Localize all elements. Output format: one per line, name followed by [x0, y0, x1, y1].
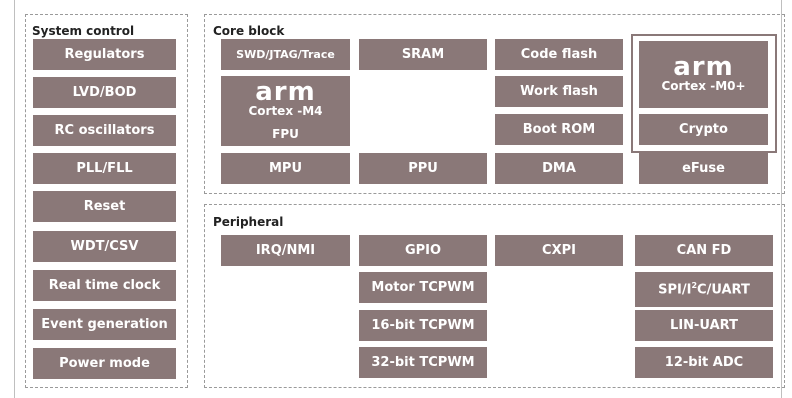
- arm-logo-m4: arm: [255, 77, 316, 107]
- arm-logo-m0: arm: [673, 52, 734, 82]
- peripheral-panel: [204, 204, 785, 388]
- wdt-csv-block: WDT/CSV: [33, 231, 176, 262]
- cortex-m4-label: Cortex -M4: [248, 104, 323, 118]
- lin-uart-block: LIN-UART: [635, 310, 773, 341]
- lvd-bod-block: LVD/BOD: [33, 77, 176, 108]
- work-flash-block: Work flash: [495, 76, 623, 107]
- spi-i2c-uart-block: SPI/I2C/UART: [635, 272, 773, 307]
- rc-oscillators-block: RC oscillators: [33, 115, 176, 146]
- cortex-m4-block: arm Cortex -M4 FPU: [221, 76, 350, 146]
- mpu-block: MPU: [221, 153, 350, 184]
- irq-nmi-block: IRQ/NMI: [221, 235, 350, 266]
- tcpwm-16bit-block: 16-bit TCPWM: [359, 310, 487, 341]
- system-control-title: System control: [32, 24, 135, 38]
- spi-i2c-uart-label: SPI/I2C/UART: [658, 281, 750, 298]
- core-block-panel: [204, 14, 785, 194]
- core-block-title: Core block: [213, 24, 285, 38]
- event-generation-block: Event generation: [33, 309, 176, 340]
- cortex-m0-block: arm Cortex -M0+: [639, 41, 768, 108]
- motor-tcpwm-block: Motor TCPWM: [359, 272, 487, 303]
- fpu-label: FPU: [272, 127, 299, 141]
- outer-border-right: [781, 0, 782, 398]
- can-fd-block: CAN FD: [635, 235, 773, 266]
- code-flash-block: Code flash: [495, 39, 623, 70]
- reset-block: Reset: [33, 191, 176, 222]
- gpio-block: GPIO: [359, 235, 487, 266]
- dma-block: DMA: [495, 153, 623, 184]
- cortex-m0-label: Cortex -M0+: [661, 79, 746, 93]
- outer-border-left: [14, 0, 15, 398]
- cxpi-block: CXPI: [495, 235, 623, 266]
- pll-fll-block: PLL/FLL: [33, 153, 176, 184]
- adc-12bit-block: 12-bit ADC: [635, 347, 773, 378]
- swd-jtag-trace-block: SWD/JTAG/Trace: [221, 39, 350, 70]
- real-time-clock-block: Real time clock: [33, 270, 176, 301]
- boot-rom-block: Boot ROM: [495, 114, 623, 145]
- system-control-panel: [25, 14, 188, 388]
- tcpwm-32bit-block: 32-bit TCPWM: [359, 347, 487, 378]
- peripheral-title: Peripheral: [213, 215, 284, 229]
- efuse-block: eFuse: [639, 153, 768, 184]
- power-mode-block: Power mode: [33, 348, 176, 379]
- crypto-block: Crypto: [639, 114, 768, 145]
- ppu-block: PPU: [359, 153, 487, 184]
- sram-block: SRAM: [359, 39, 487, 70]
- regulators-block: Regulators: [33, 39, 176, 70]
